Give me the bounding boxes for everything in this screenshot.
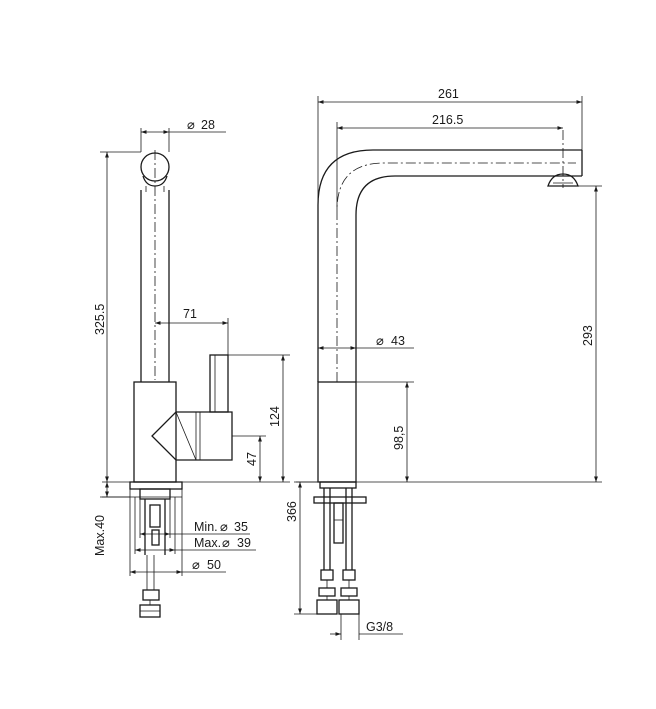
dim-label-366: 366: [285, 501, 299, 522]
dim-label-98-5: 98,5: [392, 426, 406, 450]
dim-spout-height: 293: [578, 185, 602, 482]
spout: [317, 130, 583, 382]
dim-label-47: 47: [245, 452, 259, 466]
dim-label-43: 43: [391, 334, 405, 348]
diameter-symbol: ⌀: [376, 334, 384, 349]
dim-label-min-prefix: Min.: [194, 520, 218, 534]
dim-label-g3-8: G3/8: [366, 620, 393, 634]
dim-label-28: 28: [201, 118, 215, 132]
dim-label-293: 293: [581, 325, 595, 346]
dim-lever-offset: 71: [155, 307, 229, 355]
dim-label-216-5: 216.5: [432, 113, 463, 127]
dim-hole-min: Min. ⌀ 35: [139, 497, 250, 538]
dim-label-124: 124: [268, 406, 282, 427]
dim-label-max-40: Max.40: [93, 515, 107, 556]
dim-connection: G3/8: [330, 614, 403, 640]
dim-label-325-5: 325.5: [93, 304, 107, 335]
dim-label-50: 50: [207, 558, 221, 572]
diameter-symbol: ⌀: [222, 536, 230, 551]
upright-pipe: [140, 150, 170, 382]
dim-body-height: 98,5: [356, 381, 414, 482]
side-view: ⌀ 28 325.5 71 124 47: [93, 118, 290, 618]
dim-reach-spout: 216.5: [336, 113, 563, 210]
dim-body-diameter: ⌀ 43: [318, 334, 414, 350]
dim-lever-height: 124: [228, 354, 290, 482]
mounting-hardware-side: [129, 481, 183, 618]
dim-deck-thickness: Max.40: [93, 482, 130, 556]
aerator: [547, 173, 579, 187]
dim-lever-pivot: 47: [232, 435, 266, 482]
diameter-symbol: ⌀: [192, 558, 200, 573]
lever-handle: [209, 354, 229, 413]
mounting-hardware-front: [313, 481, 367, 615]
diameter-symbol: ⌀: [187, 118, 195, 133]
dim-label-39: 39: [237, 536, 251, 550]
dim-total-height: 325.5: [93, 151, 141, 482]
dim-pipe-diameter: ⌀ 28: [140, 118, 226, 152]
dim-label-71: 71: [183, 307, 197, 321]
diameter-symbol: ⌀: [220, 520, 228, 535]
mixer-body-side: [133, 354, 233, 483]
front-view: 261 216.5 ⌀ 43 98,5 293: [285, 87, 602, 640]
mixer-body-front: [317, 381, 357, 483]
dim-label-max-prefix: Max.: [194, 536, 221, 550]
dim-reach-total: 261: [317, 87, 583, 206]
dim-label-35: 35: [234, 520, 248, 534]
dim-base-diameter: ⌀ 50: [129, 489, 226, 576]
dim-hole-max: Max. ⌀ 39: [134, 497, 256, 554]
dim-hose-length: 366: [285, 481, 320, 615]
dim-label-261: 261: [438, 87, 459, 101]
